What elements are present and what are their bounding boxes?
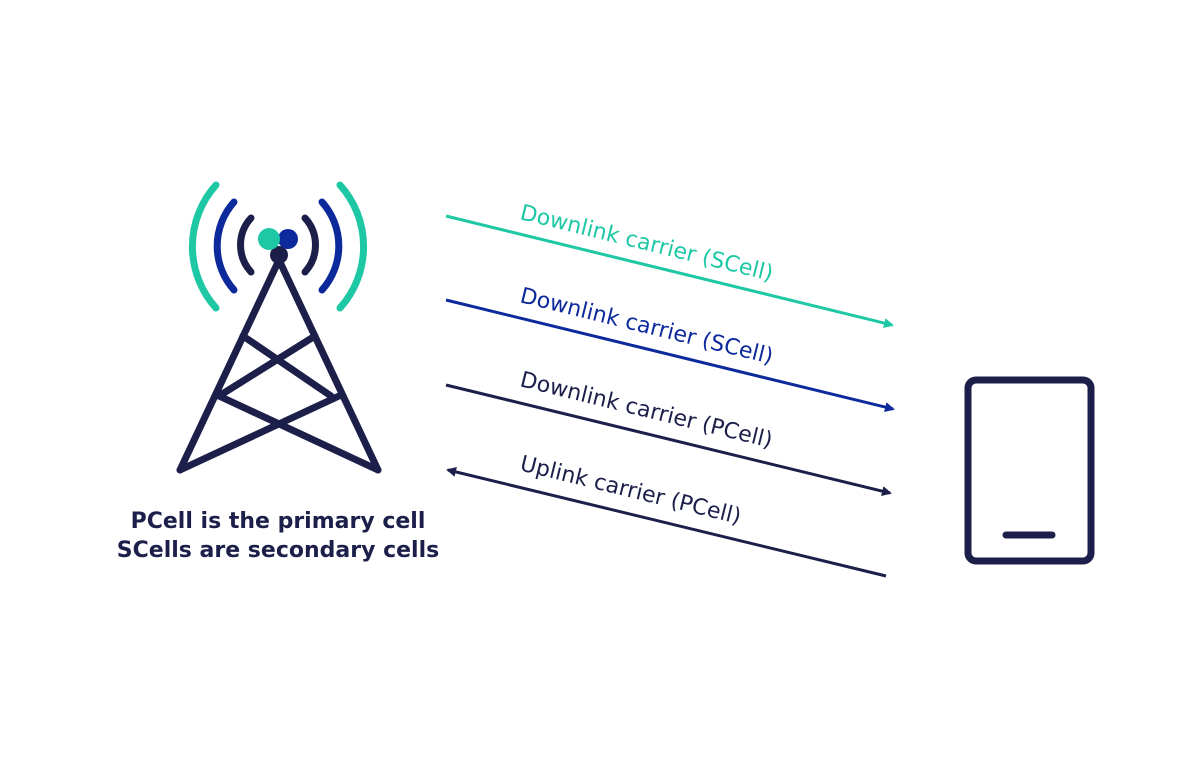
antenna-node-teal	[258, 228, 280, 250]
tower-lattice	[176, 256, 382, 474]
signal-arc-left-middle	[213, 198, 238, 294]
signal-arc-right-inner	[301, 214, 319, 276]
cell-tower-icon	[176, 181, 382, 474]
carrier-arrow-downlink-pcell	[445, 383, 892, 496]
signal-arc-left-inner	[237, 214, 255, 276]
signal-arc-right-middle	[318, 198, 343, 294]
device-body	[964, 376, 1095, 565]
carrier-arrows	[445, 214, 895, 578]
carrier-arrow-downlink-scell-2	[445, 298, 895, 412]
signal-arc-right-outer	[336, 181, 367, 312]
antenna-node-blue	[278, 229, 298, 249]
antenna-node-navy	[270, 246, 288, 264]
signal-arc-left-outer	[189, 181, 220, 312]
carrier-arrow-downlink-scell-1	[445, 214, 894, 328]
signal-waves-icon	[189, 181, 367, 312]
tower-caption-line-1: PCell is the primary cell	[131, 509, 426, 534]
carrier-label-uplink-pcell: Uplink carrier (PCell)	[518, 452, 744, 530]
mobile-device-icon	[964, 376, 1095, 565]
carrier-arrow-uplink-pcell	[446, 467, 887, 578]
tower-caption-line-2: SCells are secondary cells	[117, 538, 439, 563]
